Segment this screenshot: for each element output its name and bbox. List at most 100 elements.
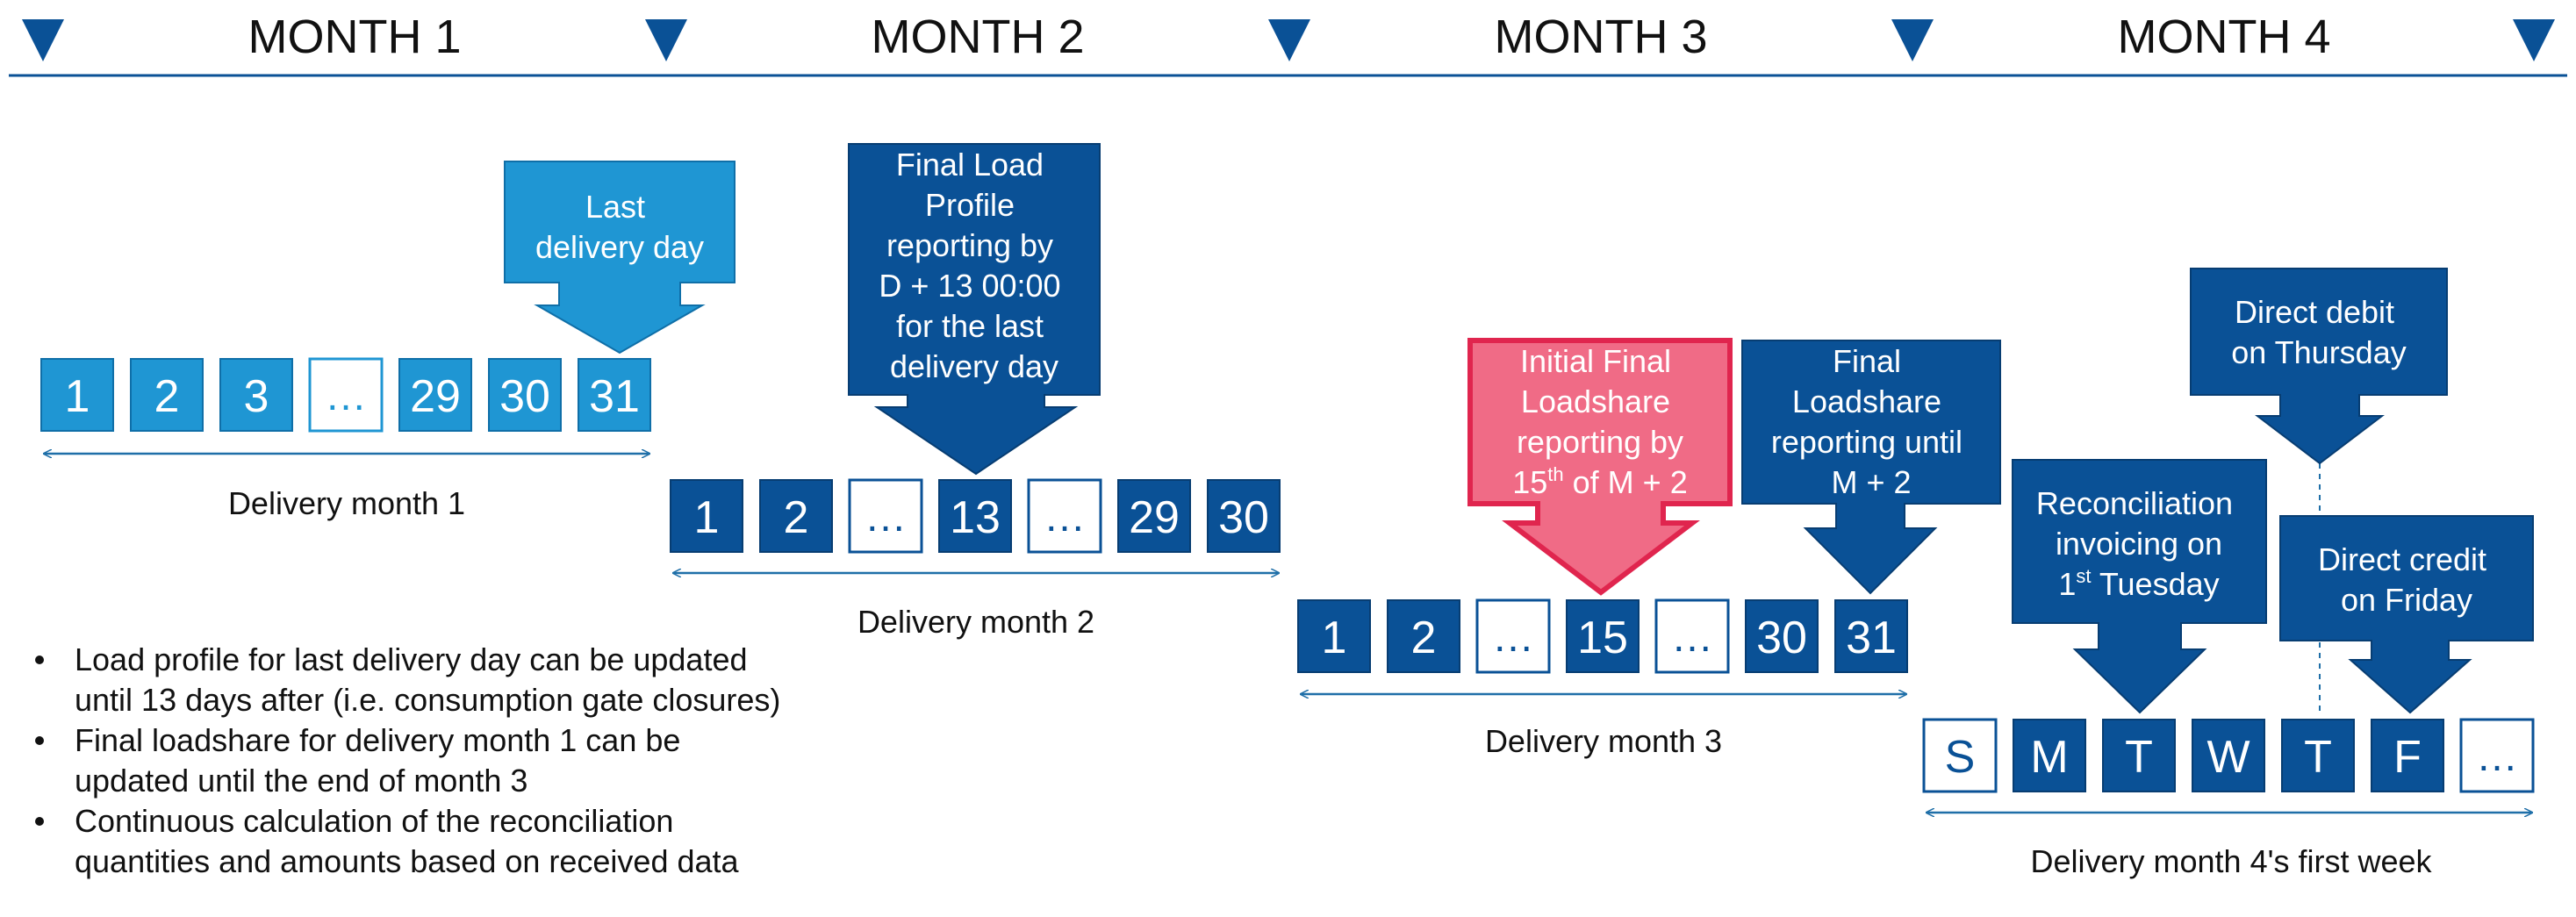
initial-final-loadshare-callout	[1467, 338, 1733, 596]
day-box	[1566, 599, 1640, 673]
day-box	[938, 479, 1012, 553]
last-delivery-day-callout	[504, 161, 735, 355]
direct-debit-callout	[2190, 268, 2448, 465]
day-box	[670, 479, 743, 553]
day-box-outline	[848, 478, 923, 554]
day-box	[1297, 599, 1371, 673]
final-load-profile-callout	[848, 143, 1101, 476]
notes-list: Load profile for last delivery day can b…	[35, 641, 780, 879]
month-2-day-row: 1 2 … 13 … 29 30	[670, 478, 1281, 554]
initial-final-loadshare-date-text: 15th of M + 2	[1512, 463, 1687, 500]
day-box	[578, 358, 651, 432]
day-label: 29	[1129, 492, 1180, 543]
last-delivery-day-text: Last delivery day	[535, 189, 704, 265]
day-label: 1	[1322, 613, 1347, 663]
month-4-day-row: S M T W T F …	[1922, 718, 2535, 793]
month-4-span-label: Delivery month 4's first week	[2030, 843, 2432, 879]
direct-credit-callout	[2279, 515, 2534, 714]
day-label: 31	[1846, 613, 1897, 663]
month-1-section: Last delivery day 1 2 3 … 29 30 31 Deliv…	[40, 161, 735, 521]
day-box	[488, 358, 562, 432]
final-loadshare-text: Final Loadshare reporting until M + 2	[1771, 343, 1971, 500]
day-label: W	[2206, 732, 2250, 783]
day-box	[219, 358, 293, 432]
month-2-section: Final Load Profile reporting by D + 13 0…	[670, 143, 1281, 640]
day-label: 3	[244, 371, 269, 422]
day-label: …	[1492, 614, 1534, 661]
day-label: 30	[499, 371, 550, 422]
note-item: Final loadshare for delivery month 1 can…	[35, 722, 689, 799]
month-marker-icon	[22, 19, 64, 61]
month-4-section: Direct debit on Thursday Reconciliation …	[1922, 268, 2535, 879]
day-box-outline	[1475, 598, 1551, 674]
month-3-span-label: Delivery month 3	[1485, 723, 1722, 759]
day-label: 30	[1218, 492, 1269, 543]
final-load-profile-text: Final Load Profile reporting by D + 13 0…	[879, 147, 1069, 384]
day-label: T	[2304, 732, 2332, 783]
bullet-icon	[35, 736, 44, 745]
day-label: …	[1044, 494, 1086, 541]
month-marker-icon	[645, 19, 687, 61]
bullet-icon	[35, 817, 44, 826]
month-1-day-row: 1 2 3 … 29 30 31	[40, 357, 651, 433]
day-box	[1207, 479, 1281, 553]
day-label: …	[325, 373, 367, 419]
day-box	[759, 479, 833, 553]
bullet-icon	[35, 656, 44, 664]
day-box-outline	[308, 357, 384, 433]
day-label: 31	[589, 371, 640, 422]
day-label: …	[865, 494, 907, 541]
day-box	[130, 358, 204, 432]
reconciliation-date-text: 1st Tuesday	[2058, 565, 2219, 602]
month-2-title: MONTH 2	[872, 11, 1085, 63]
reconciliation-text: Reconciliation invoicing on	[2036, 485, 2242, 562]
day-label: …	[2476, 734, 2518, 780]
day-label: 1	[694, 492, 720, 543]
day-label: T	[2125, 732, 2153, 783]
month-marker-icon	[1268, 19, 1310, 61]
initial-final-loadshare-text: Initial Final Loadshare reporting by	[1517, 343, 1683, 460]
day-label: 29	[410, 371, 461, 422]
month-marker-icon	[1891, 19, 1934, 61]
day-label: 30	[1756, 613, 1807, 663]
day-label: 2	[784, 492, 809, 543]
month-marker-icon	[2513, 19, 2555, 61]
final-loadshare-callout	[1741, 340, 2001, 595]
note-text: Final loadshare for delivery month 1 can…	[75, 722, 689, 799]
day-label: 1	[65, 371, 90, 422]
month-3-section: Initial Final Loadshare reporting by 15t…	[1297, 338, 2001, 759]
month-2-span-label: Delivery month 2	[857, 604, 1094, 640]
day-box-outline	[1922, 718, 1998, 793]
note-item: Load profile for last delivery day can b…	[35, 641, 780, 718]
day-box-outline	[1027, 478, 1102, 554]
day-label: M	[2030, 732, 2068, 783]
day-label: 2	[1411, 613, 1437, 663]
day-box	[2192, 719, 2265, 792]
direct-credit-text: Direct credit on Friday	[2318, 541, 2495, 618]
day-label: F	[2393, 732, 2422, 783]
day-box	[2102, 719, 2176, 792]
day-label: 15	[1577, 613, 1628, 663]
note-text: Continuous calculation of the reconcilia…	[75, 803, 740, 879]
day-box	[1745, 599, 1819, 673]
reconciliation-callout	[2012, 459, 2267, 714]
day-box-outline	[1654, 598, 1730, 674]
day-box	[2281, 719, 2355, 792]
day-box	[1387, 599, 1460, 673]
month-1-span-label: Delivery month 1	[228, 485, 465, 521]
direct-debit-text: Direct debit on Thursday	[2231, 294, 2406, 370]
day-box	[2371, 719, 2444, 792]
day-box	[1834, 599, 1908, 673]
day-label: S	[1945, 732, 1976, 783]
day-box-outline	[2459, 718, 2535, 793]
day-box	[40, 358, 114, 432]
month-header: MONTH 1 MONTH 2 MONTH 3 MONTH 4	[9, 11, 2567, 77]
month-1-title: MONTH 1	[248, 11, 462, 63]
day-box	[2013, 719, 2086, 792]
month-3-day-row: 1 2 … 15 … 30 31	[1297, 598, 1908, 674]
note-item: Continuous calculation of the reconcilia…	[35, 803, 740, 879]
day-box	[398, 358, 472, 432]
day-label: …	[1671, 614, 1713, 661]
month-3-title: MONTH 3	[1495, 11, 1708, 63]
